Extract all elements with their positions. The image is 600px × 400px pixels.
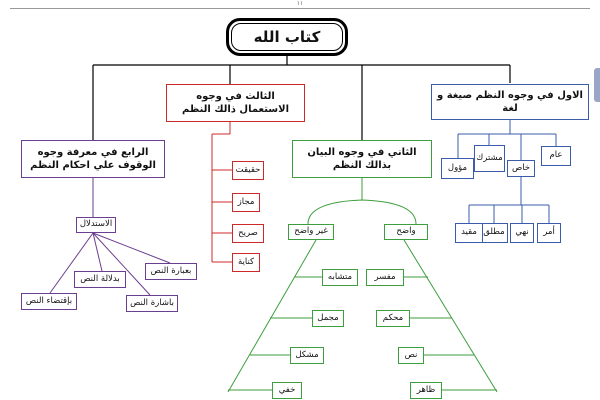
leaf-haqiqat: حقيقت (232, 161, 264, 180)
branch-third-header: الثالث في وجوه الاستعمال ذالك النظم (166, 84, 305, 122)
trunk-connectors (92, 56, 511, 140)
branch-first-header: الاول في وجوه النظم صيغة و لغة (431, 84, 589, 120)
leaf-nahi: نهي (510, 223, 534, 243)
first-branch-connectors (457, 120, 557, 223)
leaf-mushkil: مشكل (290, 347, 324, 364)
leaf-bi-iqtida-al-nass: بإقتضاء النص (21, 293, 77, 310)
leaf-bi-ibarat-al-nass: بعبارة النص (145, 263, 197, 280)
leaf-bi-isharat-al-nass: باشارة النص (126, 295, 178, 312)
leaf-mutashabih: متشابه (322, 269, 358, 286)
page-number: ١١ (296, 0, 304, 7)
leaf-muqayyad: مقيد (455, 223, 483, 243)
second-branch-connectors (227, 178, 498, 393)
leaf-aam: عام (541, 146, 571, 166)
leaf-khas: خاص (507, 160, 535, 177)
leaf-kinaya: كناية (232, 253, 260, 272)
leaf-zahir: ظاهر (410, 382, 442, 399)
leaf-amr: أمر (537, 223, 561, 243)
node-ghayr-wadih: غير واضح (288, 224, 334, 240)
node-wadih: واضح (384, 224, 428, 240)
leaf-muhkam: محكم (376, 310, 410, 327)
leaf-muawwal: مؤول (441, 158, 474, 179)
leaf-sarih: صريح (232, 224, 264, 243)
leaf-khafi: خفي (272, 382, 302, 399)
leaf-mushtarak: مشترك (474, 145, 505, 172)
leaf-majaz: مجاز (232, 193, 260, 212)
branch-second-header: الثاني في وجوه البيان بذالك النظم (292, 140, 432, 178)
edge-tab (594, 68, 600, 102)
leaf-bi-dalalat-al-nass: بدلالة النص (74, 271, 126, 288)
title-book-of-allah: كتاب الله (226, 18, 348, 56)
leaf-mufassar: مفسر (366, 269, 404, 286)
fourth-branch-connectors (49, 178, 171, 296)
node-istidlal: الاستدلال (76, 217, 116, 233)
branch-fourth-header: الرابع في معرفة وجوه الوقوف علي احكام ال… (21, 140, 165, 178)
leaf-mujmal: مجمل (312, 310, 344, 327)
top-rule (10, 8, 590, 9)
third-branch-connectors (211, 122, 232, 263)
leaf-mutlaq: مطلق (480, 223, 508, 243)
leaf-nass: نص (398, 347, 424, 364)
